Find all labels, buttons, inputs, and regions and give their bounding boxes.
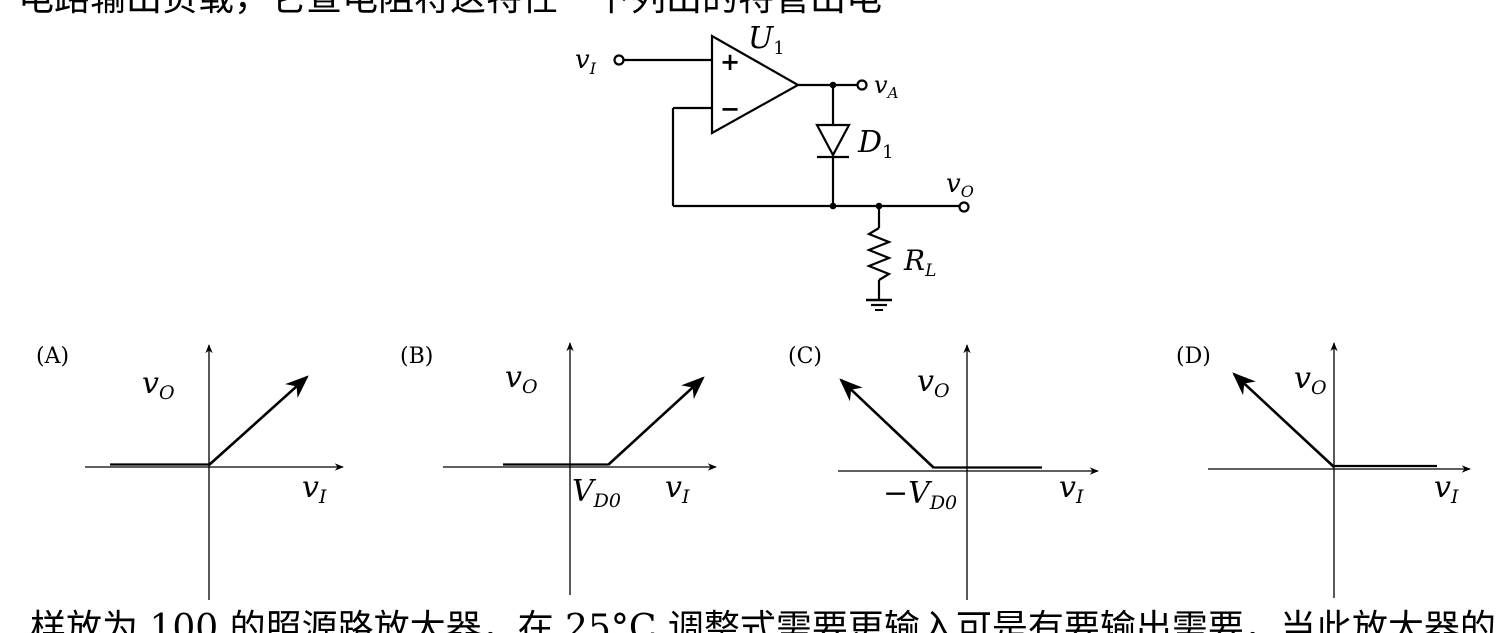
- input-terminal: [613, 54, 625, 66]
- vo-label: vO: [946, 169, 974, 201]
- va-label: vA: [874, 71, 899, 102]
- option-b-y-label: vO: [505, 360, 538, 398]
- load-resistor: [866, 227, 892, 281]
- option-c-knee-label: −VD0: [883, 476, 957, 514]
- option-d-graph: (D) vO vI: [1176, 342, 1471, 598]
- option-b-graph: (B) vO VD0 vI: [400, 342, 717, 595]
- option-c-x-label: vI: [1059, 470, 1084, 508]
- vo-terminal: [958, 201, 970, 213]
- option-d-tag: (D): [1176, 344, 1211, 369]
- opamp-label: U1: [748, 21, 785, 59]
- option-b-tag: (B): [400, 344, 433, 369]
- option-c-ramp: [839, 378, 935, 469]
- top-text-line: 电路输出负载，它查电阻将这特性一下列出的特管出电: [18, 0, 882, 19]
- load-label: RL: [903, 244, 936, 281]
- bottom-text-line: 样放为 100 的照源路放大器，在 25°C 调整式需要更输入可是有要输出需要，…: [30, 608, 1497, 633]
- option-d-x-label: vI: [1434, 470, 1459, 508]
- option-d-y-label: vO: [1294, 361, 1327, 399]
- option-b-knee-label: VD0: [572, 474, 621, 512]
- option-b-x-label: vI: [665, 470, 690, 508]
- option-b-ramp: [607, 376, 705, 466]
- input-label: vI: [575, 45, 597, 78]
- diode-symbol: [815, 123, 851, 158]
- option-a-graph: (A) vO vI: [36, 344, 344, 600]
- option-c-y-label: vO: [917, 364, 950, 402]
- va-terminal: [856, 79, 868, 91]
- circuit-diagram: [613, 34, 970, 311]
- option-d-ramp: [1232, 372, 1335, 468]
- opamp-triangle: [710, 34, 801, 135]
- option-a-tag: (A): [36, 344, 69, 369]
- diode-label: D1: [857, 125, 894, 163]
- option-a-x-label: vI: [302, 470, 327, 508]
- option-c-tag: (C): [788, 344, 822, 369]
- option-a-ramp: [208, 375, 309, 466]
- option-c-graph: (C) vO −VD0 vI: [788, 344, 1099, 600]
- junction-diode: [829, 202, 837, 210]
- option-a-y-label: vO: [142, 366, 175, 404]
- opamp-plus-sign: +: [720, 47, 740, 76]
- opamp-minus-sign: −: [720, 94, 740, 123]
